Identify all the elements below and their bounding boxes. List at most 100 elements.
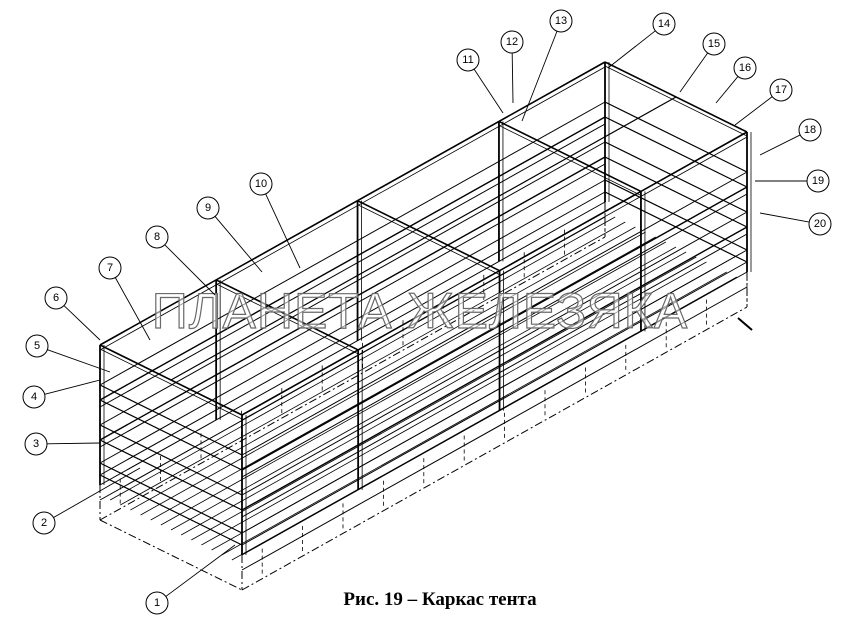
top-bow-inner [99, 348, 243, 420]
leader-line [46, 442, 101, 445]
callout-circle [249, 172, 273, 196]
side-board-edge [241, 306, 748, 591]
top-rail-left-inner [99, 66, 606, 351]
callout-14: 14 [607, 12, 676, 69]
callout-9: 9 [196, 196, 263, 273]
side-rail [99, 101, 606, 386]
leader-line [759, 134, 801, 156]
leader-line [214, 216, 263, 273]
leader-line [715, 76, 739, 104]
leader-line [679, 52, 709, 93]
callout-circle [500, 30, 524, 54]
leader-line [63, 305, 101, 341]
leader-line [165, 544, 236, 597]
callout-number: 10 [255, 178, 267, 190]
callout-number: 12 [506, 36, 518, 48]
callout-number: 13 [555, 15, 567, 27]
side-rail [241, 211, 748, 496]
end-rail [99, 399, 243, 471]
top-bow-inner [215, 283, 359, 355]
tow-hook [737, 317, 753, 331]
tent-frame [99, 61, 753, 591]
callout-circle [456, 48, 480, 72]
callout-number: 16 [739, 62, 751, 74]
leader-line [511, 52, 514, 104]
callout-number: 15 [708, 38, 720, 50]
side-board-edge [241, 271, 748, 556]
floor-slat [140, 231, 646, 516]
callout-5: 5 [25, 334, 111, 373]
top-bow [498, 120, 642, 193]
leader-line [759, 212, 810, 223]
floor-slat [130, 226, 636, 511]
top-bow [215, 279, 359, 351]
callout-11: 11 [456, 48, 504, 114]
leader-line [164, 244, 216, 296]
floor-slat [201, 261, 707, 546]
callout-2: 2 [32, 467, 141, 535]
callout-circle [44, 286, 68, 310]
callout-circle [798, 118, 822, 142]
side-rail [99, 123, 606, 408]
callout-circle [196, 196, 220, 220]
callout-circle [806, 169, 830, 193]
callout-number: 11 [462, 54, 473, 66]
callout-circle [652, 12, 676, 36]
top-ridge-rail [170, 96, 677, 381]
callout-number: 2 [41, 517, 47, 529]
callout-3: 3 [24, 432, 101, 456]
side-rail [99, 156, 606, 441]
callout-17: 17 [734, 78, 793, 126]
end-rail [99, 439, 243, 511]
callout-number: 5 [34, 340, 40, 352]
end-rail [99, 474, 243, 546]
callout-16: 16 [715, 56, 757, 104]
callout-number: 17 [775, 84, 787, 96]
callout-8: 8 [145, 225, 216, 296]
side-rail [99, 191, 606, 476]
callout-circle [98, 256, 122, 280]
floor-slat [191, 256, 697, 541]
callout-13: 13 [521, 9, 573, 122]
callout-1: 1 [145, 544, 236, 615]
callout-19: 19 [755, 169, 830, 193]
callout-7: 7 [98, 256, 151, 341]
leader-line [44, 379, 101, 395]
end-rail [604, 116, 748, 188]
leader-line [607, 30, 656, 69]
leader-line [521, 31, 558, 122]
side-rail [241, 186, 748, 471]
callout-number: 6 [53, 292, 59, 304]
end-rail [604, 179, 748, 251]
callout-number: 20 [814, 218, 826, 230]
callout-circle [769, 78, 793, 102]
body-bottom-front [99, 519, 243, 591]
callout-10: 10 [249, 172, 301, 269]
end-rail [99, 384, 243, 456]
top-bow-inner [498, 125, 642, 196]
top-rail-left [99, 61, 606, 346]
callout-number: 18 [804, 124, 816, 136]
top-bow [357, 199, 500, 272]
callout-number: 19 [812, 175, 824, 187]
floor-slat [221, 271, 727, 556]
floor-slat [231, 276, 738, 561]
end-rail [99, 424, 243, 496]
side-rail [99, 179, 606, 464]
top-bow-inner [604, 65, 748, 137]
floor-slat [160, 241, 667, 526]
callout-number: 14 [658, 18, 670, 30]
leader-line [265, 193, 301, 269]
floor-slat [180, 251, 687, 536]
side-board-edge [99, 201, 606, 486]
end-rail [604, 156, 748, 228]
callout-4: 4 [22, 379, 101, 409]
callout-15: 15 [679, 32, 726, 93]
callout-number: 1 [154, 597, 160, 609]
callout-18: 18 [759, 118, 822, 156]
top-bow [604, 61, 748, 133]
callout-circle [733, 56, 757, 80]
callout-circle [145, 591, 169, 615]
